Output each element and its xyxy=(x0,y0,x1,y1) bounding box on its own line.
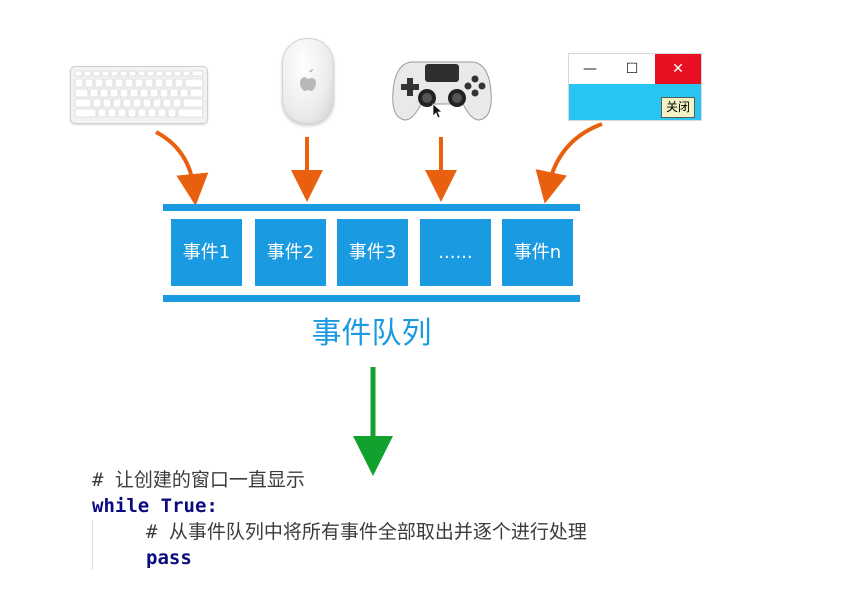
window-titlebar: — ☐ ✕ xyxy=(569,54,701,84)
event-box: ...... xyxy=(420,219,491,286)
close-button: 关闭 xyxy=(661,97,695,118)
queue-rail-bottom xyxy=(163,295,580,302)
event-box: 事件2 xyxy=(255,219,326,286)
code-while-line: while True: xyxy=(92,495,218,517)
queue-rail-top xyxy=(163,204,580,211)
event-box: 事件1 xyxy=(171,219,242,286)
event-box: 事件3 xyxy=(337,219,408,286)
minimize-icon: — xyxy=(583,61,597,77)
code-pass-line: pass xyxy=(146,547,192,569)
code-comment-1: # 让创建的窗口一直显示 xyxy=(92,469,305,491)
arrow-keyboard xyxy=(155,130,209,206)
window-icon: — ☐ ✕ 关闭 xyxy=(568,53,702,121)
event-box: 事件n xyxy=(502,219,573,286)
window-client-area: 关闭 xyxy=(569,84,701,120)
mouse-icon xyxy=(282,38,334,124)
indent-guide xyxy=(92,520,93,570)
maximize-icon: ☐ xyxy=(625,61,639,77)
keyboard-icon xyxy=(70,66,208,124)
code-comment-2: # 从事件队列中将所有事件全部取出并逐个进行处理 xyxy=(146,521,587,543)
gamepad-icon xyxy=(391,52,493,124)
arrow-window xyxy=(535,122,603,204)
close-icon: ✕ xyxy=(655,54,701,84)
queue-label: 事件队列 xyxy=(311,316,432,351)
